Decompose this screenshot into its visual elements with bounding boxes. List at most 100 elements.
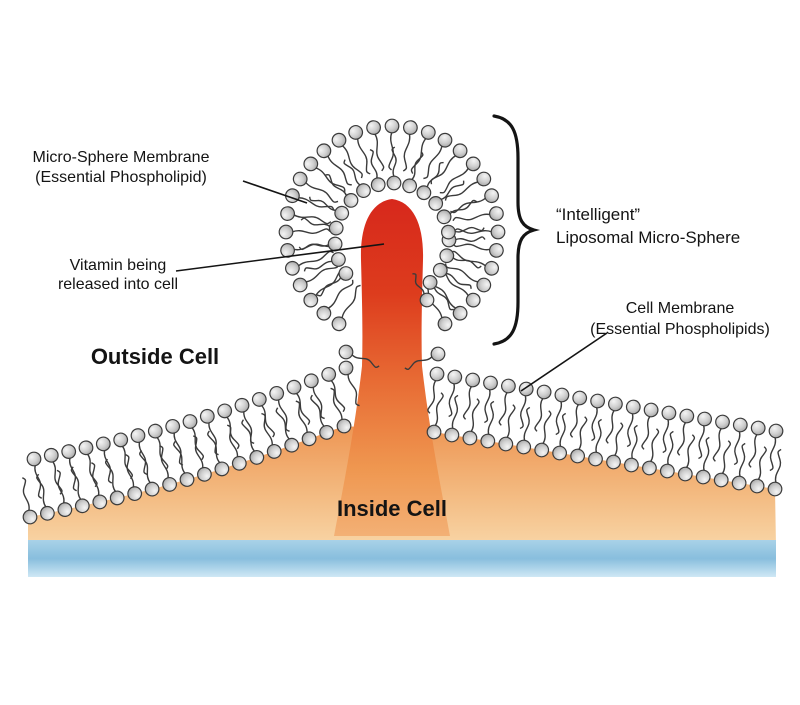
lipid-tail	[613, 422, 624, 457]
phospholipid	[56, 469, 73, 518]
phospholipid	[462, 372, 481, 420]
lipid-head	[465, 292, 481, 308]
lipid-head	[269, 385, 285, 401]
pointer-line	[175, 243, 385, 272]
lipid-tail	[312, 386, 325, 420]
phospholipid	[439, 248, 482, 269]
phospholipid	[147, 423, 169, 471]
lipid-tail	[721, 440, 732, 475]
lipid-head	[590, 393, 605, 409]
lipid-tail	[426, 161, 444, 188]
phospholipid	[348, 124, 371, 175]
lipid-head	[92, 494, 108, 510]
water-band	[28, 540, 776, 577]
lipid-head	[301, 431, 317, 447]
phospholipid	[428, 180, 465, 211]
phospholipid	[286, 379, 311, 425]
phospholipid	[70, 466, 90, 514]
lipid-head	[40, 505, 55, 521]
lipid-tail	[523, 406, 531, 442]
lipid-head	[500, 378, 516, 394]
lipid-head	[280, 206, 296, 222]
lipid-head	[343, 192, 359, 208]
phospholipid	[439, 156, 481, 194]
phospholipid	[732, 417, 748, 466]
label-text: Outside Cell	[90, 344, 220, 369]
lipid-tail	[452, 213, 491, 222]
lipid-head	[366, 120, 382, 135]
lipid-tail	[423, 145, 443, 180]
phospholipid	[534, 384, 552, 432]
lipid-tail	[298, 197, 335, 211]
phospholipid	[226, 424, 247, 471]
phospholipid	[423, 132, 453, 180]
lipid-head	[61, 444, 77, 460]
lipid-tail	[412, 273, 425, 295]
lipid-head	[462, 430, 478, 446]
phospholipid	[624, 424, 639, 473]
lipid-tail	[641, 415, 651, 450]
lipid-tail	[226, 424, 239, 458]
lipid-tail	[676, 421, 687, 456]
phospholipid	[321, 366, 346, 413]
lipid-head	[336, 418, 352, 434]
phospholipid	[452, 242, 504, 258]
phospholipid	[295, 400, 317, 447]
lipid-tail	[410, 137, 427, 174]
lipid-tail	[559, 412, 567, 448]
phospholipid	[625, 399, 641, 448]
lipid-head	[677, 466, 693, 482]
lipid-tail	[291, 228, 331, 234]
lipid-tail	[310, 394, 326, 428]
lipid-head	[444, 427, 460, 443]
lipid-tail	[303, 260, 333, 272]
lipid-head	[534, 442, 550, 458]
lipid-tail	[769, 436, 777, 472]
phospholipid	[125, 454, 143, 502]
phospholipid	[61, 444, 78, 492]
phospholipid	[182, 414, 205, 461]
lipid-tail	[427, 379, 437, 414]
lipid-tail	[519, 394, 527, 430]
lipid-tail	[357, 138, 371, 175]
lipid-head	[661, 405, 677, 421]
lipid-tail	[388, 131, 394, 171]
lipid-tail	[605, 409, 616, 444]
lipid-tail	[70, 466, 82, 501]
lipid-head	[356, 183, 371, 199]
lipid-head	[338, 266, 354, 281]
lipid-tail	[275, 407, 291, 441]
lipid-tail	[121, 445, 134, 480]
lipid-tail	[667, 430, 674, 466]
lipid-head	[750, 420, 766, 436]
phospholipid	[325, 173, 359, 208]
phospholipid	[452, 206, 504, 222]
phospholipid	[217, 403, 240, 450]
lipid-tail	[56, 469, 65, 504]
lipid-tail	[449, 199, 478, 215]
phospholipid	[427, 366, 445, 414]
phospholipid	[462, 398, 480, 446]
lipid-tail	[207, 430, 221, 464]
lipid-head	[713, 472, 729, 488]
lipid-tail	[498, 391, 509, 426]
lipid-tail	[410, 151, 424, 181]
lipid-tail	[159, 445, 169, 479]
lipid-head	[130, 428, 146, 444]
phospholipid	[444, 171, 492, 201]
lipid-head	[516, 439, 532, 455]
phospholipid	[606, 422, 624, 470]
phospholipid	[410, 124, 436, 174]
phospholipid	[748, 420, 766, 468]
phospholipid	[444, 394, 460, 443]
lipid-head	[428, 195, 444, 211]
lipid-tail	[138, 441, 148, 476]
lipid-tail	[173, 440, 186, 475]
lipid-head	[679, 408, 695, 424]
lipid-head	[231, 455, 247, 471]
lipid-tail	[261, 412, 273, 446]
lipid-head	[659, 463, 675, 479]
phospholipid	[269, 385, 290, 432]
lipid-head	[214, 461, 230, 477]
lipid-head	[331, 316, 347, 332]
